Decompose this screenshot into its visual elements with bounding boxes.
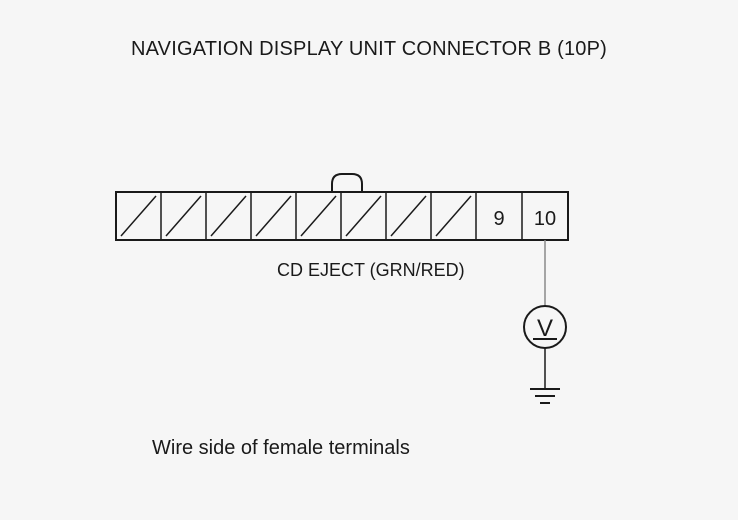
pin-9-label: 9 [493, 208, 504, 230]
connector-latch-icon [331, 173, 363, 192]
unused-terminal-7 [390, 195, 427, 237]
diagram-title: NAVIGATION DISPLAY UNIT CONNECTOR B (10P… [130, 38, 608, 60]
connector-dividers [160, 192, 523, 240]
voltmeter-icon: V [523, 305, 567, 349]
unused-terminal-3 [210, 195, 247, 237]
unused-terminal-5 [300, 195, 337, 237]
unused-terminal-8 [435, 195, 472, 237]
ground-icon [530, 388, 560, 404]
pin-10-label: 10 [534, 208, 556, 230]
unused-terminal-hatches [120, 195, 472, 237]
diagram-caption: Wire side of female terminals [152, 437, 410, 459]
wire-label: CD EJECT (GRN/RED) [277, 260, 465, 280]
connector-body [115, 191, 569, 241]
unused-terminal-1 [120, 195, 157, 237]
unused-terminal-4 [255, 195, 292, 237]
voltmeter-symbol: V [537, 315, 553, 342]
unused-terminal-6 [345, 195, 382, 237]
unused-terminal-2 [165, 195, 202, 237]
